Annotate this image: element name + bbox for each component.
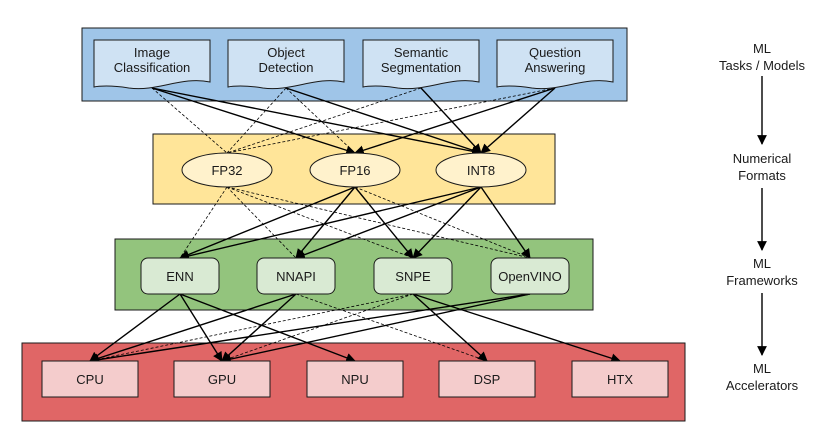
edge-image_classification-to-fp32 [151,87,228,154]
edge-snpe-to-htx [412,293,621,363]
edge-semantic_segmentation-to-fp32 [226,87,422,154]
accelerator-node-cpu: CPU [41,360,139,398]
accelerator-node-shape [41,360,139,398]
accelerator-node-shape [306,360,404,398]
edge-int8-to-enn [179,186,482,261]
accelerator-node-shape [173,360,271,398]
edge-fp32-to-enn [179,186,228,259]
layer-label-tasks: ML [753,41,771,56]
format-node-label: INT8 [467,163,495,178]
task-node-label: Segmentation [381,60,461,75]
accelerator-node-shape [438,360,536,398]
format-node-shape [181,152,273,188]
edge-int8-to-snpe [412,186,482,259]
layer-label-tasks: Tasks / Models [719,58,805,73]
framework-node-snpe: SNPE [373,257,453,295]
task-node-shape [227,39,345,90]
edge-enn-to-npu [179,293,356,363]
accelerator-node-dsp: DSP [438,360,536,398]
task-node-label: Question [529,45,581,60]
format-node-fp32: FP32 [181,152,273,188]
format-node-shape [435,152,527,188]
format-node-fp16: FP16 [309,152,401,188]
edge-question_answering-to-fp32 [226,87,556,154]
task-node-label: Semantic [394,45,449,60]
framework-node-nnapi: NNAPI [256,257,336,295]
layer-label-formats: Formats [738,168,786,183]
accelerator-node-gpu: GPU [173,360,271,398]
edge-question_answering-to-fp16 [354,87,556,155]
edge-object_detection-to-int8 [285,87,482,155]
edge-openvino-to-gpu [221,293,531,364]
edge-nnapi-to-gpu [221,293,297,362]
task-node-label: Classification [114,60,191,75]
edge-fp32-to-snpe [226,186,414,259]
edge-int8-to-nnapi [295,186,482,260]
framework-node-shape [490,257,570,295]
layer-label-frameworks: Frameworks [726,273,798,288]
edge-openvino-to-cpu [89,293,531,365]
framework-node-shape [373,257,453,295]
format-node-int8: INT8 [435,152,527,188]
task-node-label: Object [267,45,305,60]
edge-semantic_segmentation-to-int8 [420,87,482,154]
edge-nnapi-to-cpu [89,293,297,363]
framework-node-shape [256,257,336,295]
edge-fp16-to-openvino [354,186,531,259]
accelerator-node-label: HTX [607,372,633,387]
edge-snpe-to-dsp [412,293,488,362]
task-node-label: Answering [525,60,586,75]
layer-label-formats: Numerical [733,151,792,166]
edge-object_detection-to-fp16 [285,87,356,154]
accelerator-node-label: NPU [341,372,368,387]
edges [89,87,621,365]
accelerator-node-shape [571,360,669,398]
framework-node-openvino: OpenVINO [490,257,570,295]
edge-fp16-to-snpe [354,186,414,259]
accelerator-node-htx: HTX [571,360,669,398]
edge-fp16-to-nnapi [295,186,356,259]
edge-snpe-to-gpu [221,293,414,362]
format-node-shape [309,152,401,188]
layer-label-accelerators: ML [753,361,771,376]
layer-label-accelerators: Accelerators [726,378,799,393]
task-node-shape [93,39,211,90]
edge-fp32-to-openvino [226,186,531,259]
edge-int8-to-openvino [480,186,531,259]
accelerator-node-label: CPU [76,372,103,387]
task-node-label: Detection [259,60,314,75]
edge-enn-to-gpu [179,293,223,362]
framework-node-enn: ENN [140,257,220,295]
layer-label-frameworks: ML [753,256,771,271]
framework-node-label: NNAPI [276,269,316,284]
framework-node-label: ENN [166,269,193,284]
accelerator-node-npu: NPU [306,360,404,398]
framework-node-shape [140,257,220,295]
task-node-label: Image [134,45,170,60]
accelerator-node-label: GPU [208,372,236,387]
edge-nnapi-to-dsp [295,293,488,362]
edge-enn-to-cpu [89,293,181,362]
format-node-label: FP16 [339,163,370,178]
format-node-label: FP32 [211,163,242,178]
edge-image_classification-to-fp16 [151,87,356,155]
framework-node-label: OpenVINO [498,269,562,284]
framework-node-label: SNPE [395,269,431,284]
task-node-shape [362,39,480,90]
edge-question_answering-to-int8 [480,87,556,154]
task-node-shape [496,39,614,90]
edge-image_classification-to-int8 [151,87,482,157]
edge-fp32-to-nnapi [226,186,297,259]
accelerator-node-label: DSP [474,372,501,387]
edge-fp16-to-enn [179,186,356,260]
